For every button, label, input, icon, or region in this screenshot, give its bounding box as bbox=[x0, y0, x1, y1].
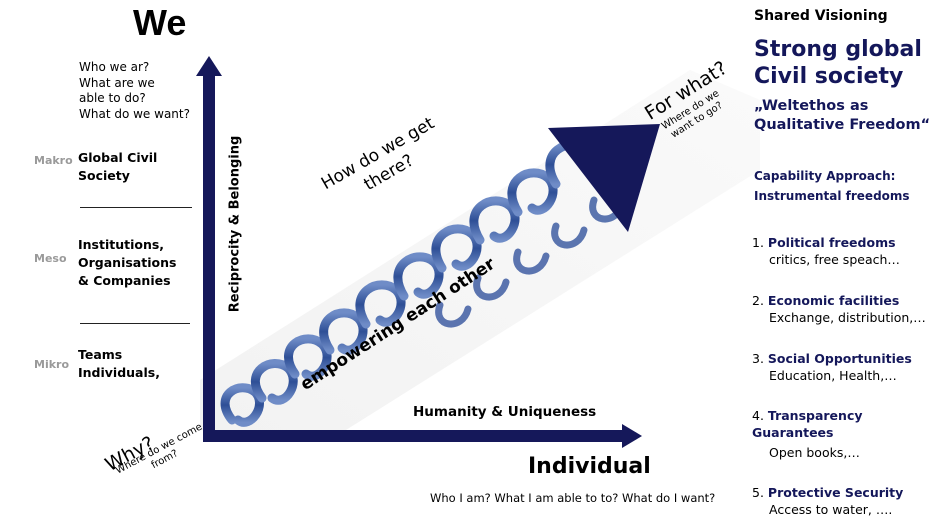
horizontal-axis-label: Humanity & Uniqueness bbox=[413, 404, 597, 420]
we-question: Who we ar? bbox=[79, 60, 150, 74]
item-title: Transparency Guarantees bbox=[752, 408, 863, 440]
divider bbox=[80, 207, 192, 208]
level-tag-meso: Meso bbox=[34, 252, 67, 265]
item-desc: critics, free speach… bbox=[769, 252, 900, 267]
approach-line: Instrumental freedoms bbox=[754, 189, 910, 203]
item-title: Social Opportunities bbox=[767, 351, 912, 366]
we-questions: Who we ar? What are we able to do? What … bbox=[79, 60, 190, 122]
we-question: able to do? bbox=[79, 91, 146, 105]
divider bbox=[80, 323, 190, 324]
freedom-item: 3. Social Opportunities Education, Healt… bbox=[752, 350, 912, 384]
title-line: Civil society bbox=[754, 64, 904, 89]
shared-visioning-heading: Shared Visioning bbox=[754, 8, 888, 24]
spiral bbox=[220, 140, 591, 427]
level-label-meso: Institutions, Organisations & Companies bbox=[78, 236, 176, 290]
we-title: We bbox=[133, 2, 187, 43]
level-label-line: Teams bbox=[78, 347, 123, 362]
level-label-mikro: Teams Individuals, bbox=[78, 346, 160, 382]
level-label-line: Institutions, bbox=[78, 237, 165, 252]
individual-questions: Who I am? What I am able to to? What do … bbox=[430, 491, 716, 505]
item-desc: Education, Health,… bbox=[769, 368, 897, 383]
weltethos-subtitle: „Weltethos as Qualitative Freedom“ bbox=[754, 97, 930, 135]
approach-line: Capability Approach: bbox=[754, 169, 896, 183]
item-number: 2. bbox=[752, 293, 764, 308]
item-title: Protective Security bbox=[767, 485, 904, 500]
vertical-arrowhead bbox=[196, 56, 222, 76]
item-number: 4. bbox=[752, 408, 764, 423]
item-desc: Access to water, …. bbox=[769, 502, 893, 517]
subtitle-line: Qualitative Freedom“ bbox=[754, 117, 931, 133]
subtitle-line: „Weltethos as bbox=[754, 98, 869, 114]
level-label-line: & Companies bbox=[78, 273, 171, 288]
freedom-item: 2. Economic facilities Exchange, distrib… bbox=[752, 292, 926, 326]
we-question: What are we bbox=[79, 75, 155, 90]
freedom-item: 1. Political freedoms critics, free spea… bbox=[752, 234, 900, 268]
level-label-line: Organisations bbox=[78, 255, 177, 270]
item-desc: Open books,… bbox=[769, 445, 860, 460]
individual-title: Individual bbox=[528, 454, 651, 479]
we-question: What do we want? bbox=[79, 106, 190, 121]
item-title: Political freedoms bbox=[767, 235, 896, 250]
freedom-item: 5. Protective Security Access to water, … bbox=[752, 484, 903, 518]
vertical-axis bbox=[203, 72, 215, 442]
item-title: Economic facilities bbox=[767, 293, 900, 308]
strong-civil-society-title: Strong global Civil society bbox=[754, 36, 922, 90]
horizontal-arrowhead bbox=[622, 424, 642, 448]
capability-approach: Capability Approach: Instrumental freedo… bbox=[754, 166, 910, 206]
level-label-makro: Global Civil Society bbox=[78, 149, 157, 185]
horizontal-axis bbox=[203, 430, 625, 442]
level-label-line: Global Civil bbox=[78, 150, 158, 165]
level-label-line: Individuals, bbox=[78, 365, 160, 380]
vertical-axis-label: Reciprocity & Belonging bbox=[227, 135, 243, 313]
item-number: 5. bbox=[752, 485, 764, 500]
item-desc: Exchange, distribution,… bbox=[769, 310, 926, 325]
goal-triangle bbox=[548, 124, 660, 232]
freedom-item: 4. Transparency Guarantees Open books,… bbox=[752, 407, 872, 461]
title-line: Strong global bbox=[754, 37, 922, 62]
level-label-line: Society bbox=[78, 168, 130, 183]
level-tag-makro: Makro bbox=[34, 154, 73, 167]
level-tag-mikro: Mikro bbox=[34, 358, 70, 371]
item-number: 1. bbox=[752, 235, 764, 250]
item-number: 3. bbox=[752, 351, 764, 366]
